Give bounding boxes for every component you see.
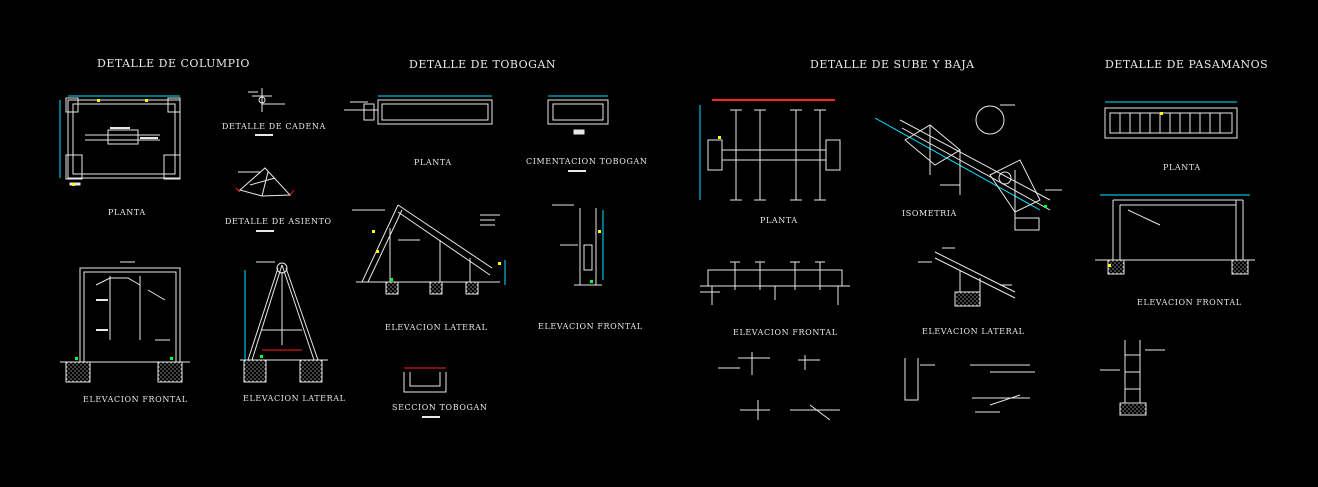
columpio-elev-lateral-drawing	[240, 261, 328, 383]
columpio-planta-drawing	[59, 95, 181, 186]
asiento-underline	[256, 230, 274, 232]
pasamanos-ladder-drawing	[1100, 340, 1165, 416]
seccion-underline	[422, 416, 440, 418]
pasamanos-title: DETALLE DE PASAMANOS	[1105, 58, 1269, 71]
tobogan-elev-frontal-drawing	[552, 204, 604, 286]
asiento-drawing	[235, 167, 295, 197]
tobogan-planta-label: PLANTA	[414, 158, 452, 167]
subebaja-isometria-drawing	[874, 104, 1062, 231]
subebaja-elev-lateral-drawing	[918, 247, 1016, 307]
subebaja-details-drawing	[718, 352, 1035, 421]
columpio-planta-label: PLANTA	[108, 208, 146, 217]
subebaja-elev-frontal-label: ELEVACION FRONTAL	[733, 328, 838, 337]
subebaja-title: DETALLE DE SUBE Y BAJA	[810, 58, 975, 71]
pasamanos-elev-frontal-label: ELEVACION FRONTAL	[1137, 298, 1242, 307]
tobogan-title: DETALLE DE TOBOGAN	[409, 58, 557, 71]
tobogan-seccion-drawing	[403, 367, 447, 393]
pasamanos-elev-frontal-drawing	[1095, 194, 1255, 275]
pasamanos-planta-drawing	[1104, 101, 1238, 139]
tobogan-elev-lateral-drawing	[352, 204, 506, 295]
columpio-asiento-label: DETALLE DE ASIENTO	[225, 217, 332, 226]
subebaja-planta-drawing	[699, 99, 841, 201]
subebaja-planta-label: PLANTA	[760, 216, 798, 225]
tobogan-seccion-label: SECCION TOBOGAN	[392, 403, 488, 412]
yellow-markers	[72, 99, 1163, 267]
columpio-title: DETALLE DE COLUMPIO	[97, 57, 250, 70]
tobogan-cimentacion-drawing	[547, 95, 609, 135]
pasamanos-planta-label: PLANTA	[1163, 163, 1201, 172]
columpio-elev-frontal-drawing	[60, 261, 190, 383]
green-markers	[75, 205, 1047, 360]
tobogan-elev-lateral-label: ELEVACION LATERAL	[385, 323, 488, 332]
cadena-drawing	[248, 88, 285, 112]
cimentacion-underline	[568, 170, 586, 172]
tobogan-elev-frontal-label: ELEVACION FRONTAL	[538, 322, 643, 331]
subebaja-isometria-label: ISOMETRIA	[902, 209, 957, 218]
tobogan-planta-drawing	[344, 95, 493, 125]
columpio-elev-frontal-label: ELEVACION FRONTAL	[83, 395, 188, 404]
subebaja-elev-frontal-drawing	[700, 261, 850, 305]
cadena-underline	[255, 134, 273, 136]
columpio-cadena-label: DETALLE DE CADENA	[222, 122, 326, 131]
tobogan-cimentacion-label: CIMENTACION TOBOGAN	[526, 157, 648, 166]
columpio-elev-lateral-label: ELEVACION LATERAL	[243, 394, 346, 403]
subebaja-elev-lateral-label: ELEVACION LATERAL	[922, 327, 1025, 336]
